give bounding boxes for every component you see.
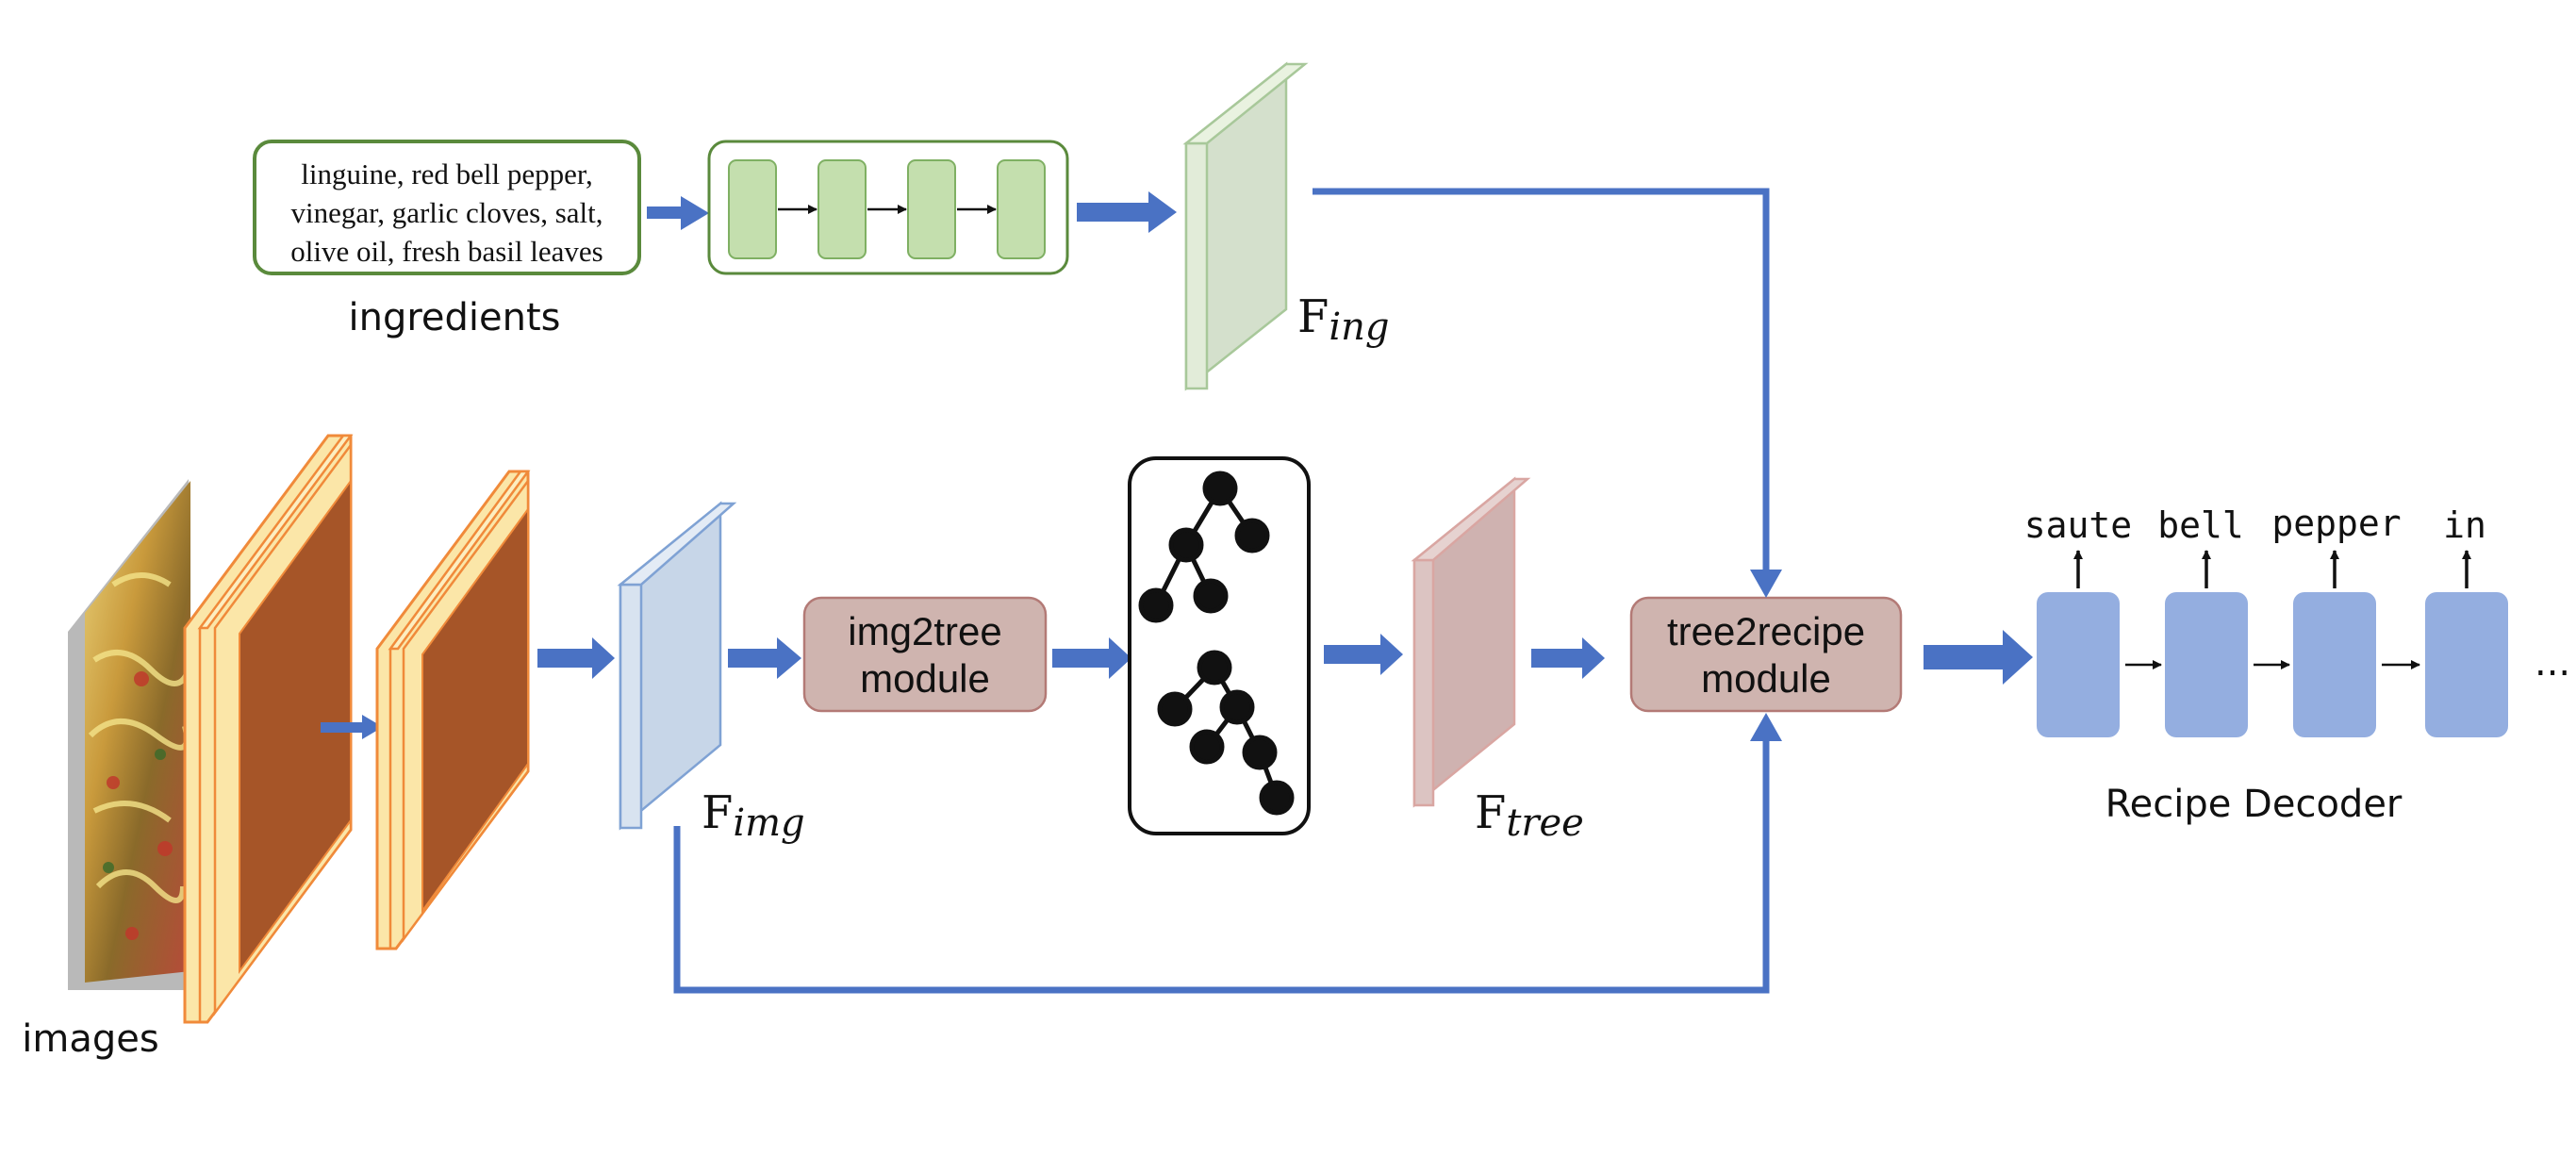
arrow-fimg-to-img2tree — [728, 637, 801, 679]
ingredient-encoder-box — [707, 140, 1069, 275]
tree-graph-top — [1138, 471, 1270, 623]
f-img-label: Fimg — [702, 786, 805, 845]
ingredients-text-line-1: linguine, red bell pepper, — [301, 157, 593, 190]
decoder-cell-2 — [2165, 592, 2248, 737]
ingredients-text-line-3: olive oil, fresh basil leaves — [290, 235, 603, 268]
arrow-ingredients-to-encoder — [647, 196, 709, 230]
images-label: images — [22, 1017, 158, 1061]
ingredients-text-line-2: vinegar, garlic cloves, salt, — [290, 196, 603, 229]
decoder-cell-4 — [2425, 592, 2508, 737]
arrow-tree-to-ftree — [1324, 634, 1403, 675]
decoder-cell-3 — [2293, 592, 2376, 737]
tree-node — [1193, 578, 1229, 614]
decoder-word-1: saute — [2024, 504, 2132, 546]
arrow-encoder-to-fing — [1077, 191, 1177, 233]
f-tree-feature — [1411, 476, 1531, 808]
cnn-block-2 — [375, 470, 531, 950]
decoder-word-2: bell — [2157, 504, 2244, 546]
tree-node — [1197, 650, 1232, 686]
tree2recipe-label-line-2: module — [1701, 656, 1831, 701]
img2tree-label-line-1: img2tree — [848, 609, 1001, 653]
tree-structure-box — [1128, 456, 1311, 835]
recipe-decoder-label: Recipe Decoder — [2105, 783, 2403, 826]
connector-fing-to-tree2recipe — [1313, 188, 1782, 598]
arrow-cnn1-to-cnn2 — [321, 715, 383, 739]
tree2recipe-label-line-1: tree2recipe — [1667, 609, 1865, 653]
tree-graph-bottom — [1157, 650, 1295, 816]
rnn-cell — [728, 159, 777, 259]
rnn-cell — [997, 159, 1046, 259]
tree-node — [1242, 735, 1278, 770]
tree-node — [1234, 518, 1270, 553]
tree-node — [1259, 780, 1295, 816]
tree-node — [1157, 691, 1193, 727]
f-ing-label: Fing — [1297, 290, 1389, 349]
cnn-block-1 — [183, 434, 354, 1024]
food-image — [68, 479, 191, 990]
decoder-ellipsis: ... — [2535, 641, 2570, 685]
tree-node — [1138, 587, 1174, 623]
arrow-ftree-to-tree2recipe — [1531, 637, 1605, 679]
connector-fimg-to-tree2recipe — [673, 713, 1782, 994]
decoder-word-4: in — [2443, 504, 2486, 546]
f-tree-label: Ftree — [1475, 786, 1584, 845]
arrow-tree2recipe-to-decoder — [1924, 630, 2033, 685]
tree-node — [1189, 729, 1225, 765]
f-ing-feature — [1182, 61, 1309, 391]
img2tree-label-line-2: module — [860, 656, 990, 701]
tree-node — [1168, 527, 1204, 563]
rnn-cell — [907, 159, 956, 259]
img2tree-module — [802, 596, 1048, 713]
ingredients-label: ingredients — [348, 296, 560, 339]
ingredients-box — [253, 140, 641, 275]
recipe-decoder: saute bell pepper in ... Recipe Decoder — [2024, 503, 2570, 826]
arrow-img2tree-to-tree — [1052, 637, 1131, 679]
tree-node — [1202, 471, 1238, 506]
arrow-cnn-to-fimg — [537, 637, 615, 679]
decoder-word-3: pepper — [2271, 503, 2401, 544]
f-img-feature — [617, 501, 737, 831]
tree-node — [1219, 689, 1255, 725]
rnn-cell — [817, 159, 867, 259]
decoder-cell-1 — [2037, 592, 2120, 737]
ingredient-encoder-cells — [728, 159, 1046, 259]
